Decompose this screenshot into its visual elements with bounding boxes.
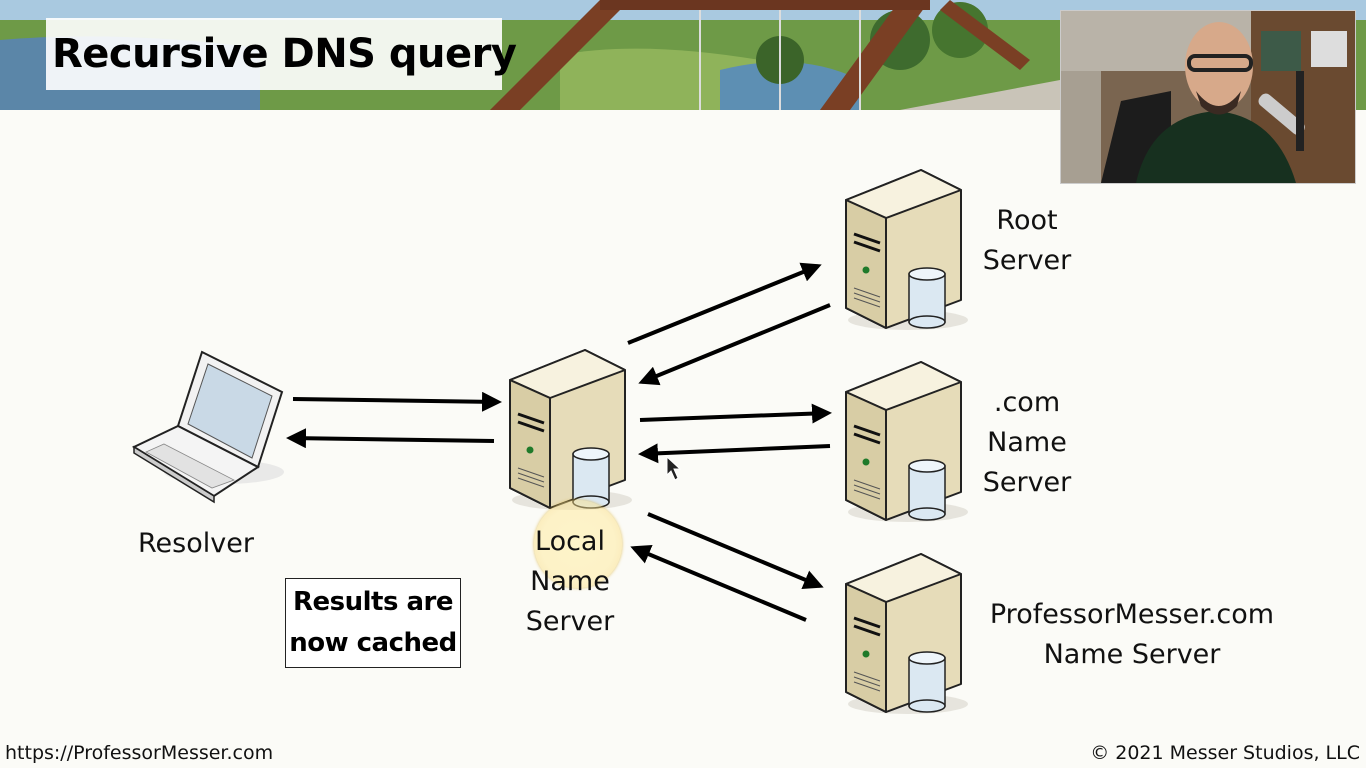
root-server-icon — [844, 168, 970, 332]
arrow-local-to-root — [627, 262, 822, 345]
local-name-server-label: Local Name Server — [520, 522, 620, 642]
pm-label-line2: Name Server — [1043, 639, 1221, 670]
presenter-video-image — [1061, 11, 1355, 183]
local-label-line3: Server — [525, 606, 615, 637]
com-label-line3: Server — [982, 467, 1072, 498]
footer-url: https://ProfessorMesser.com — [5, 742, 274, 764]
root-server-label: Root Server — [972, 201, 1082, 281]
click-highlight — [534, 500, 622, 588]
com-name-server-icon — [844, 360, 970, 524]
slide-title: Recursive DNS query — [52, 31, 517, 77]
title-box: Recursive DNS query — [46, 18, 517, 90]
pm-label-line1: ProfessorMesser.com — [989, 599, 1275, 630]
root-label-line1: Root — [996, 205, 1058, 236]
mouse-cursor-icon — [666, 455, 682, 481]
arrow-local-to-com — [639, 403, 832, 424]
pm-name-server-label: ProfessorMesser.com Name Server — [982, 595, 1282, 675]
results-cached-note: Results are now cached — [285, 578, 461, 668]
arrow-local-to-pm — [647, 512, 824, 590]
arrow-resolver-to-local — [292, 391, 502, 412]
com-label-line2: Name — [987, 427, 1067, 458]
com-label-line1: .com — [993, 387, 1061, 418]
resolver-label: Resolver — [138, 528, 254, 559]
com-name-server-label: .com Name Server — [972, 383, 1082, 503]
arrow-root-to-local — [638, 303, 831, 386]
root-label-line2: Server — [982, 245, 1072, 276]
local-label-line1: Local — [535, 526, 605, 557]
laptop-icon — [131, 350, 284, 504]
cached-note-line2: now cached — [289, 628, 457, 658]
arrow-local-to-resolver — [286, 428, 495, 449]
local-label-line2: Name — [530, 566, 610, 597]
local-name-server-icon — [508, 348, 634, 512]
footer-copyright: © 2021 Messer Studios, LLC — [1090, 742, 1360, 764]
arrow-pm-to-local — [630, 544, 807, 622]
arrow-com-to-local — [638, 443, 831, 464]
presenter-webcam — [1060, 10, 1356, 184]
pm-name-server-icon — [844, 552, 970, 716]
cached-note-line1: Results are — [292, 587, 454, 617]
